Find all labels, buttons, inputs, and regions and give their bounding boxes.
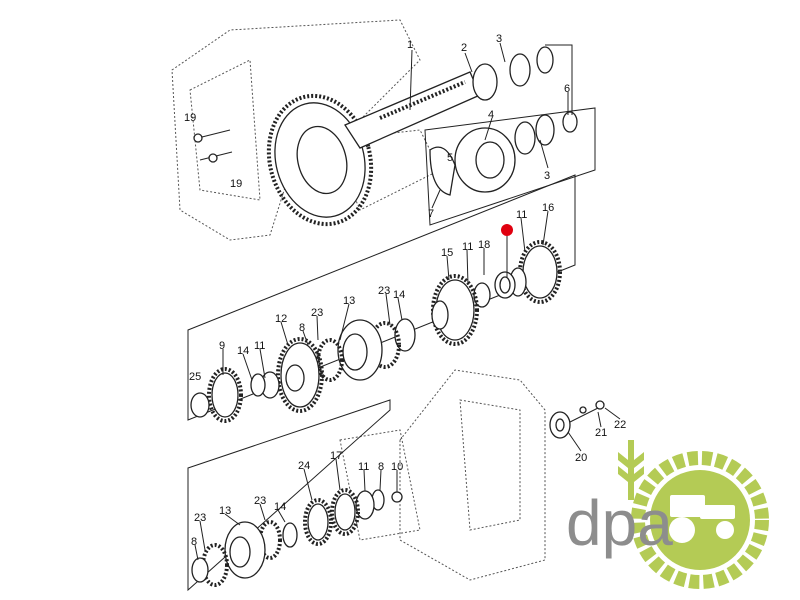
tractor-icon [669, 495, 735, 543]
callout: 8 [378, 461, 384, 473]
callout: 11 [254, 340, 265, 352]
callout: 2 [461, 42, 467, 54]
gear-train-lower [191, 488, 403, 587]
callout: 1 [407, 39, 413, 51]
callout: 22 [614, 419, 626, 431]
leader-lines [194, 42, 621, 561]
callout: 11 [516, 209, 527, 221]
callout: 20 [575, 452, 587, 464]
callout: 15 [441, 247, 453, 259]
callout: 11 [358, 461, 369, 473]
callout: 12 [275, 313, 287, 325]
callout: 16 [542, 202, 554, 214]
callout: 7 [428, 208, 434, 220]
assembly-frame-lower [187, 399, 391, 592]
callout: 19 [184, 112, 196, 124]
callout: 8 [191, 536, 197, 548]
callout: 23 [194, 512, 206, 524]
callout: 23 [254, 495, 266, 507]
callout: 14 [274, 501, 286, 513]
callout: 3 [544, 170, 550, 182]
callout-labels: 1 2 3 4 5 6 3 7 19 19 16 11 18 15 11 14 … [184, 33, 626, 548]
callout: 24 [298, 460, 310, 472]
callout: 25 [189, 371, 201, 383]
dpa-logo: dpa [566, 440, 769, 589]
pinion-shaft [344, 46, 554, 149]
assembly-frame-middle [187, 174, 576, 421]
gear-train-middle [190, 240, 562, 423]
callout: 14 [237, 345, 249, 357]
callout: 5 [447, 152, 453, 164]
wheat-icon [618, 440, 644, 500]
callout: 23 [311, 307, 323, 319]
callout: 23 [378, 285, 390, 297]
callout: 3 [496, 33, 502, 45]
output-flange [549, 400, 605, 439]
assembly-frame-upper [424, 107, 596, 226]
callout: 13 [219, 505, 231, 517]
callout: 9 [219, 340, 225, 352]
callout: 21 [595, 427, 607, 439]
callout: 11 [462, 241, 473, 253]
callout: 19 [230, 178, 242, 190]
callout: 13 [343, 295, 355, 307]
callout: 8 [299, 322, 305, 334]
callout: 10 [391, 461, 403, 473]
callout: 14 [393, 289, 405, 301]
ring-gear [266, 93, 374, 227]
callout: 4 [488, 109, 494, 121]
logo-text: dpa [566, 487, 673, 559]
transmission-case [339, 369, 546, 581]
bolts [193, 129, 233, 163]
callout: 6 [564, 83, 570, 95]
callout: 17 [330, 450, 342, 462]
gear-ring-icon [631, 451, 769, 589]
bearing-housing [429, 111, 578, 196]
callout: 18 [478, 239, 490, 251]
highlight-marker [501, 224, 513, 236]
